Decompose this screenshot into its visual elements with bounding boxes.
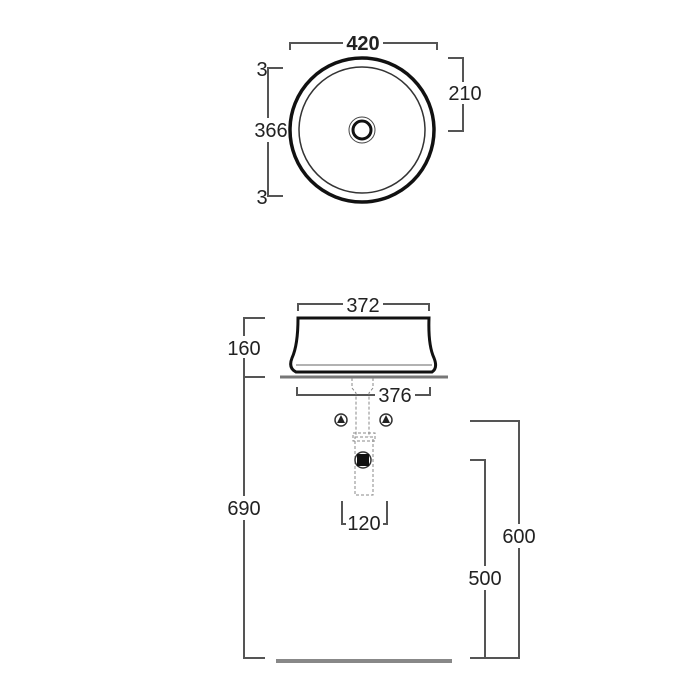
side-view: 372 376 120 160 690 — [224, 293, 538, 663]
dim-690-label: 690 — [227, 498, 260, 520]
top-view: 420 3 366 3 210 — [244, 30, 484, 209]
dim-500-line — [470, 459, 486, 658]
drain-ring-icon — [348, 116, 376, 144]
dim-376-label: 376 — [378, 385, 411, 407]
supply-valve-right-icon — [379, 413, 393, 427]
basin-inner-rim — [298, 66, 426, 194]
dim-500-label: 500 — [468, 568, 501, 590]
dim-376-line — [296, 387, 431, 396]
dim-600-label: 600 — [502, 526, 535, 548]
dim-rim-bottom-label: 3 — [256, 187, 267, 209]
waste-trap — [351, 378, 376, 496]
dim-210-label: 210 — [448, 83, 481, 105]
dim-rim-top-label: 3 — [256, 59, 267, 81]
dim-160-690-line — [243, 317, 265, 659]
dim-160-label: 160 — [227, 338, 260, 360]
drain-icon — [351, 119, 373, 141]
dim-366-label: 366 — [254, 120, 287, 142]
dim-372-label: 372 — [346, 295, 379, 317]
dim-420-label: 420 — [346, 33, 379, 55]
supply-valve-left-icon — [334, 413, 348, 427]
dim-120-label: 120 — [347, 513, 380, 535]
basin-profile — [289, 316, 438, 374]
basin-outer-rim — [288, 56, 436, 204]
trap-outlet-icon — [354, 451, 372, 469]
